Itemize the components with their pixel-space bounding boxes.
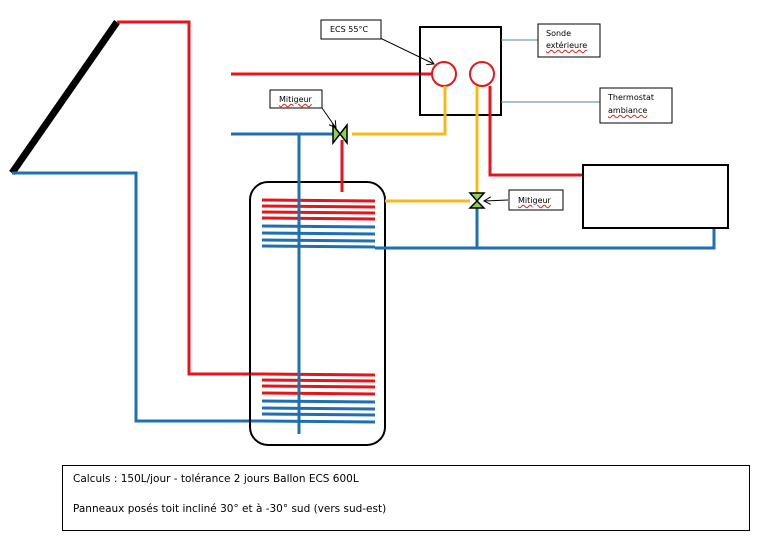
notes-panel-orientation: Panneaux posés toit incliné 30° et à -30… — [73, 503, 387, 515]
heating-hot-pipe — [488, 86, 583, 177]
thermostat-label-box — [599, 87, 673, 124]
ecs-label-box — [320, 19, 382, 40]
thermostat-label-line2: ambiance — [608, 106, 648, 115]
return-line — [375, 228, 716, 250]
solar-hot-pipe — [117, 20, 262, 376]
storage-tank — [249, 181, 386, 446]
mixing-valve-right[interactable] — [468, 192, 486, 209]
controller-box — [419, 26, 502, 116]
mitigeur-right-label-box — [508, 189, 564, 211]
heat-emitter — [582, 164, 729, 229]
upper-coil — [261, 198, 376, 249]
mitigeur-top-callout-arrow — [321, 107, 336, 128]
mitigeur-right-callout-arrow — [484, 200, 509, 201]
mitigeur-right-label: Mitigeur — [518, 196, 551, 205]
sonde-label-line1: Sonde — [546, 29, 572, 38]
notes-box: Calculs : 150L/jour - tolérance 2 jours … — [62, 465, 750, 531]
solar-cold-pipe — [12, 171, 262, 423]
mixed-pipe-1 — [352, 86, 447, 136]
solar-panel — [9, 20, 120, 175]
thermostat-label-line1: Thermostat — [608, 93, 655, 102]
ecs-temperature-label: ECS 55°C — [330, 25, 369, 34]
sonde-label-line2: extérieure — [546, 41, 588, 50]
mitigeur-top-label-box — [269, 89, 323, 109]
mixing-valve-top[interactable] — [332, 122, 348, 146]
sonde-label-box — [537, 23, 601, 58]
lower-coil — [261, 372, 376, 424]
mitigeur-top-label: Mitigeur — [279, 95, 312, 104]
notes-calculation: Calculs : 150L/jour - tolérance 2 jours … — [73, 473, 359, 485]
ecs-sensor-circle — [431, 61, 457, 87]
ecs-callout-arrow — [379, 37, 434, 64]
heating-sensor-circle — [469, 61, 495, 87]
